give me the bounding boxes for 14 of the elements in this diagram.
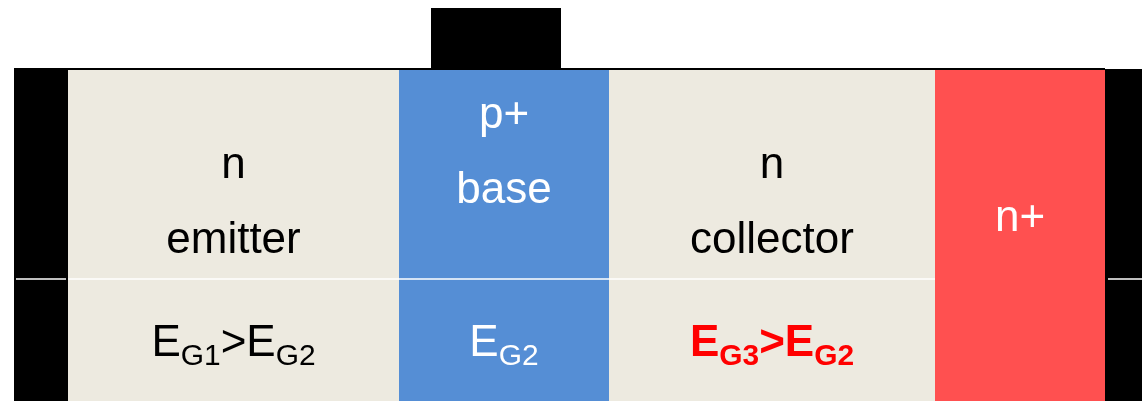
metal-contact (14, 69, 68, 401)
metal-contact (1105, 69, 1142, 401)
region-label: n+ (994, 190, 1046, 242)
bandgap-label: E$_{G3}$>E$_{G2}$ (688, 315, 856, 373)
bandgap-label: E$_{G1}$>E$_{G2}$ (150, 315, 317, 373)
region-label: n emitter (166, 137, 301, 264)
metal-contact (431, 8, 561, 69)
region-label: n collector (690, 137, 854, 264)
bandgap-label: E$_{G2}$ (468, 315, 540, 373)
region-label: p+ base (456, 87, 552, 214)
n-plus-region (935, 69, 1105, 401)
emitter-region (68, 69, 399, 401)
base-region (399, 69, 609, 401)
collector-region (609, 69, 935, 401)
